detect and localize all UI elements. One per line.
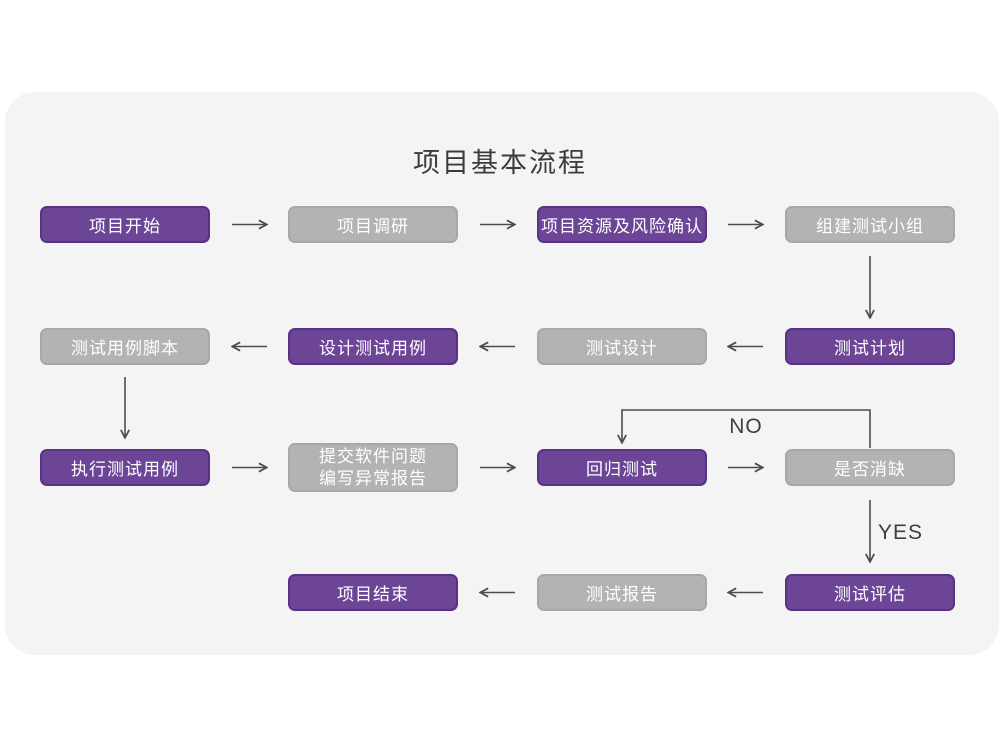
flowchart-card	[5, 92, 999, 655]
node-project-research: 项目调研	[288, 206, 458, 243]
node-test-plan: 测试计划	[785, 328, 955, 365]
node-submit-issue-report: 提交软件问题 编写异常报告	[288, 443, 458, 492]
node-test-design: 测试设计	[537, 328, 707, 365]
arrow-defect-check-no-to-regression	[622, 409, 871, 448]
node-submit-issue-report-line2: 编写异常报告	[319, 468, 427, 488]
node-submit-issue-report-line1: 提交软件问题	[319, 446, 427, 466]
node-defect-resolved-check: 是否消缺	[785, 449, 955, 486]
node-test-report: 测试报告	[537, 574, 707, 611]
edge-label-yes: YES	[878, 521, 924, 544]
diagram-title: 项目基本流程	[413, 148, 587, 178]
edge-label-no: NO	[729, 415, 763, 438]
node-project-start: 项目开始	[40, 206, 210, 243]
node-build-test-team: 组建测试小组	[785, 206, 955, 243]
node-resource-risk-confirm: 项目资源及风险确认	[537, 206, 707, 243]
node-test-case-script: 测试用例脚本	[40, 328, 210, 365]
node-design-test-case: 设计测试用例	[288, 328, 458, 365]
node-execute-test-case: 执行测试用例	[40, 449, 210, 486]
node-regression-test: 回归测试	[537, 449, 707, 486]
node-project-end: 项目结束	[288, 574, 458, 611]
node-test-evaluation: 测试评估	[785, 574, 955, 611]
